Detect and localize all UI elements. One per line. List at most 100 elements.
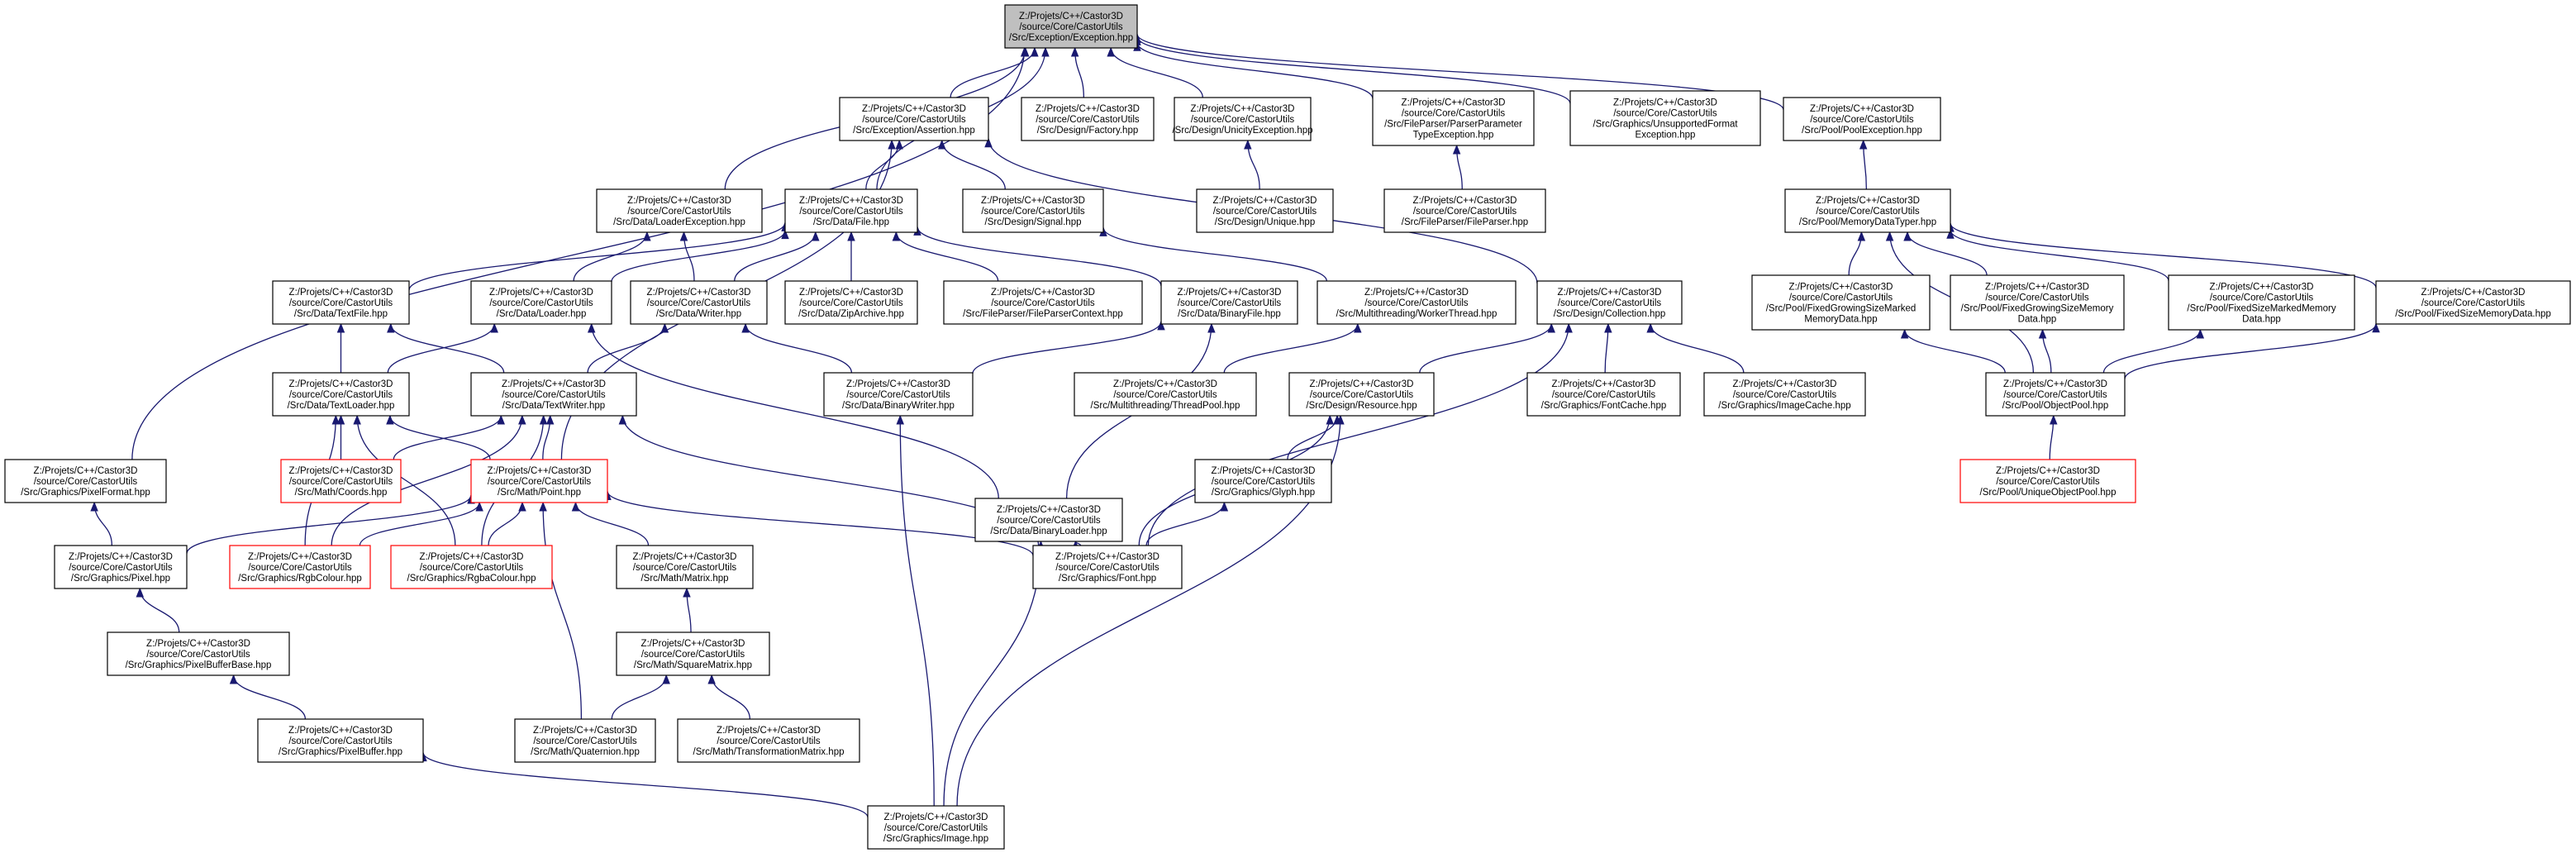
file-node-box xyxy=(867,805,1005,850)
file-node-fgsmarked[interactable]: Z:/Projets/C++/Castor3D/source/Core/Cast… xyxy=(1751,274,1931,331)
file-node-coords[interactable]: Z:/Projets/C++/Castor3D/source/Core/Cast… xyxy=(280,459,402,503)
file-node-image[interactable]: Z:/Projets/C++/Castor3D/source/Core/Cast… xyxy=(867,805,1005,850)
edge-arrowhead xyxy=(2038,328,2047,339)
file-node-label-line: /source/Core/CastorUtils xyxy=(1413,207,1517,217)
file-node-threadpool[interactable]: Z:/Projets/C++/Castor3D/source/Core/Cast… xyxy=(1074,372,1257,417)
dependency-edge xyxy=(573,231,648,282)
file-node-label-line: /Src/Multithreading/ThreadPool.hpp xyxy=(1091,401,1240,411)
edge-arrowhead xyxy=(1857,231,1866,241)
file-node-textloader[interactable]: Z:/Projets/C++/Castor3D/source/Core/Cast… xyxy=(272,372,410,417)
file-node-label-line: /source/Core/CastorUtils xyxy=(489,298,593,308)
file-node-pixelbuffer[interactable]: Z:/Projets/C++/Castor3D/source/Core/Cast… xyxy=(257,718,424,763)
file-node-factory[interactable]: Z:/Projets/C++/Castor3D/source/Core/Cast… xyxy=(1021,97,1155,141)
file-node-unsupported[interactable]: Z:/Projets/C++/Castor3D/source/Core/Cast… xyxy=(1569,90,1761,146)
edge-arrowhead xyxy=(545,414,555,425)
file-node-imagecache[interactable]: Z:/Projets/C++/Castor3D/source/Core/Cast… xyxy=(1703,372,1866,417)
file-node-fileparser[interactable]: Z:/Projets/C++/Castor3D/source/Core/Cast… xyxy=(1383,188,1546,233)
file-node-label-line: /source/Core/CastorUtils xyxy=(1191,115,1295,125)
file-node-unique[interactable]: Z:/Projets/C++/Castor3D/source/Core/Cast… xyxy=(1196,188,1334,233)
file-node-poolexc[interactable]: Z:/Projets/C++/Castor3D/source/Core/Cast… xyxy=(1783,97,1941,141)
edge-arrowhead xyxy=(386,414,394,425)
file-node-label-line: Z:/Projets/C++/Castor3D xyxy=(533,726,637,736)
file-node-label-line: /Src/Pool/FixedSizeMarkedMemory xyxy=(2187,304,2336,314)
file-node-label-line: /Src/FileParser/ParserParameter xyxy=(1384,120,1522,130)
file-node-label-line: Z:/Projets/C++/Castor3D xyxy=(1789,283,1893,293)
file-node-parserparam[interactable]: Z:/Projets/C++/Castor3D/source/Core/Cast… xyxy=(1372,90,1535,146)
file-node-label-line: /Src/Design/Collection.hpp xyxy=(1554,309,1666,319)
file-node-label-line: /source/Core/CastorUtils xyxy=(627,207,731,217)
file-node-objectpool[interactable]: Z:/Projets/C++/Castor3D/source/Core/Cast… xyxy=(1985,372,2126,417)
file-node-binaryfile[interactable]: Z:/Projets/C++/Castor3D/source/Core/Cast… xyxy=(1160,280,1298,325)
file-node-textwriter[interactable]: Z:/Projets/C++/Castor3D/source/Core/Cast… xyxy=(470,372,637,417)
edge-arrowhead xyxy=(1336,414,1345,425)
file-node-label-line: /source/Core/CastorUtils xyxy=(1402,109,1506,119)
file-node-pixel[interactable]: Z:/Projets/C++/Castor3D/source/Core/Cast… xyxy=(54,545,188,589)
file-node-box xyxy=(1021,97,1155,141)
file-node-label-line: Z:/Projets/C++/Castor3D xyxy=(1191,104,1295,114)
edge-arrowhead xyxy=(896,414,904,425)
file-node-label-line: /Src/Data/TextLoader.hpp xyxy=(288,401,395,411)
node-layer: Z:/Projets/C++/Castor3D/source/Core/Cast… xyxy=(4,4,2571,850)
file-node-label-line: Z:/Projets/C++/Castor3D xyxy=(502,379,606,389)
file-node-binaryloader[interactable]: Z:/Projets/C++/Castor3D/source/Core/Cast… xyxy=(974,498,1123,542)
file-node-box xyxy=(1751,274,1931,331)
file-node-fsmem[interactable]: Z:/Projets/C++/Castor3D/source/Core/Cast… xyxy=(2375,280,2571,325)
file-node-label-line: /source/Core/CastorUtils xyxy=(991,298,1095,308)
edge-arrowhead xyxy=(847,231,855,241)
file-node-loaderexc[interactable]: Z:/Projets/C++/Castor3D/source/Core/Cast… xyxy=(596,188,763,233)
file-node-label-line: Z:/Projets/C++/Castor3D xyxy=(1310,379,1414,389)
file-node-pixelformat[interactable]: Z:/Projets/C++/Castor3D/source/Core/Cast… xyxy=(4,459,167,503)
file-node-label-line: Z:/Projets/C++/Castor3D xyxy=(997,505,1101,515)
dependency-edge xyxy=(611,674,667,720)
file-node-glyph[interactable]: Z:/Projets/C++/Castor3D/source/Core/Cast… xyxy=(1194,459,1332,503)
file-node-fgsmem[interactable]: Z:/Projets/C++/Castor3D/source/Core/Cast… xyxy=(1950,274,2125,331)
file-node-box xyxy=(616,631,770,676)
file-node-label-line: Z:/Projets/C++/Castor3D xyxy=(862,104,966,114)
file-node-fontcache[interactable]: Z:/Projets/C++/Castor3D/source/Core/Cast… xyxy=(1526,372,1681,417)
file-node-matrix[interactable]: Z:/Projets/C++/Castor3D/source/Core/Cast… xyxy=(616,545,754,589)
file-node-fpcontext[interactable]: Z:/Projets/C++/Castor3D/source/Core/Cast… xyxy=(943,280,1143,325)
file-node-squarematrix[interactable]: Z:/Projets/C++/Castor3D/source/Core/Cast… xyxy=(616,631,770,676)
file-node-label-line: Z:/Projets/C++/Castor3D xyxy=(846,379,950,389)
file-node-label-line: Z:/Projets/C++/Castor3D xyxy=(1810,104,1914,114)
file-node-file[interactable]: Z:/Projets/C++/Castor3D/source/Core/Cast… xyxy=(784,188,918,233)
file-node-label-line: Z:/Projets/C++/Castor3D xyxy=(1036,104,1140,114)
file-node-label-line: Z:/Projets/C++/Castor3D xyxy=(1985,283,2089,293)
dependency-edge xyxy=(390,323,505,374)
file-node-ziparchive[interactable]: Z:/Projets/C++/Castor3D/source/Core/Cast… xyxy=(784,280,918,325)
file-node-textfile[interactable]: Z:/Projets/C++/Castor3D/source/Core/Cast… xyxy=(272,280,410,325)
file-node-signal[interactable]: Z:/Projets/C++/Castor3D/source/Core/Cast… xyxy=(962,188,1104,233)
file-node-pixelbufferbase[interactable]: Z:/Projets/C++/Castor3D/source/Core/Cast… xyxy=(107,631,290,676)
file-node-label-line: Z:/Projets/C++/Castor3D xyxy=(799,196,903,206)
file-node-font[interactable]: Z:/Projets/C++/Castor3D/source/Core/Cast… xyxy=(1032,545,1183,589)
file-node-point[interactable]: Z:/Projets/C++/Castor3D/source/Core/Cast… xyxy=(470,459,608,503)
file-node-quaternion[interactable]: Z:/Projets/C++/Castor3D/source/Core/Cast… xyxy=(514,718,656,763)
file-node-resource[interactable]: Z:/Projets/C++/Castor3D/source/Core/Cast… xyxy=(1288,372,1435,417)
file-node-label-line: /Src/Graphics/RgbColour.hpp xyxy=(238,574,362,584)
file-node-unicity[interactable]: Z:/Projets/C++/Castor3D/source/Core/Cast… xyxy=(1172,97,1313,141)
file-node-assertion[interactable]: Z:/Projets/C++/Castor3D/source/Core/Cast… xyxy=(839,97,989,141)
file-node-box xyxy=(784,280,918,325)
file-node-memtyper[interactable]: Z:/Projets/C++/Castor3D/source/Core/Cast… xyxy=(1784,188,1951,233)
edge-arrowhead xyxy=(90,501,98,512)
file-node-rgbacolour[interactable]: Z:/Projets/C++/Castor3D/source/Core/Cast… xyxy=(390,545,553,589)
file-node-box xyxy=(1950,274,2125,331)
file-node-fsmarked[interactable]: Z:/Projets/C++/Castor3D/source/Core/Cast… xyxy=(2168,274,2355,331)
file-node-box xyxy=(2375,280,2571,325)
file-node-label-line: Z:/Projets/C++/Castor3D xyxy=(1816,196,1920,206)
dependency-edge xyxy=(387,323,495,374)
file-node-collection[interactable]: Z:/Projets/C++/Castor3D/source/Core/Cast… xyxy=(1536,280,1683,325)
file-node-rgbcolour[interactable]: Z:/Projets/C++/Castor3D/source/Core/Cast… xyxy=(229,545,371,589)
file-node-loader[interactable]: Z:/Projets/C++/Castor3D/source/Core/Cast… xyxy=(470,280,612,325)
file-node-label-line: Z:/Projets/C++/Castor3D xyxy=(1552,379,1656,389)
file-node-uniquepool[interactable]: Z:/Projets/C++/Castor3D/source/Core/Cast… xyxy=(1959,459,2136,503)
file-node-label-line: /source/Core/CastorUtils xyxy=(488,477,592,487)
file-node-transfmatrix[interactable]: Z:/Projets/C++/Castor3D/source/Core/Cast… xyxy=(677,718,860,763)
file-node-binarywriter[interactable]: Z:/Projets/C++/Castor3D/source/Core/Cast… xyxy=(823,372,974,417)
file-node-workerthread[interactable]: Z:/Projets/C++/Castor3D/source/Core/Cast… xyxy=(1317,280,1517,325)
file-node-box xyxy=(1174,97,1312,141)
file-node-box xyxy=(107,631,290,676)
file-node-label-line: Z:/Projets/C++/Castor3D xyxy=(1055,552,1159,562)
file-node-writer[interactable]: Z:/Projets/C++/Castor3D/source/Core/Cast… xyxy=(630,280,768,325)
file-node-label-line: /Src/Graphics/FontCache.hpp xyxy=(1541,401,1667,411)
